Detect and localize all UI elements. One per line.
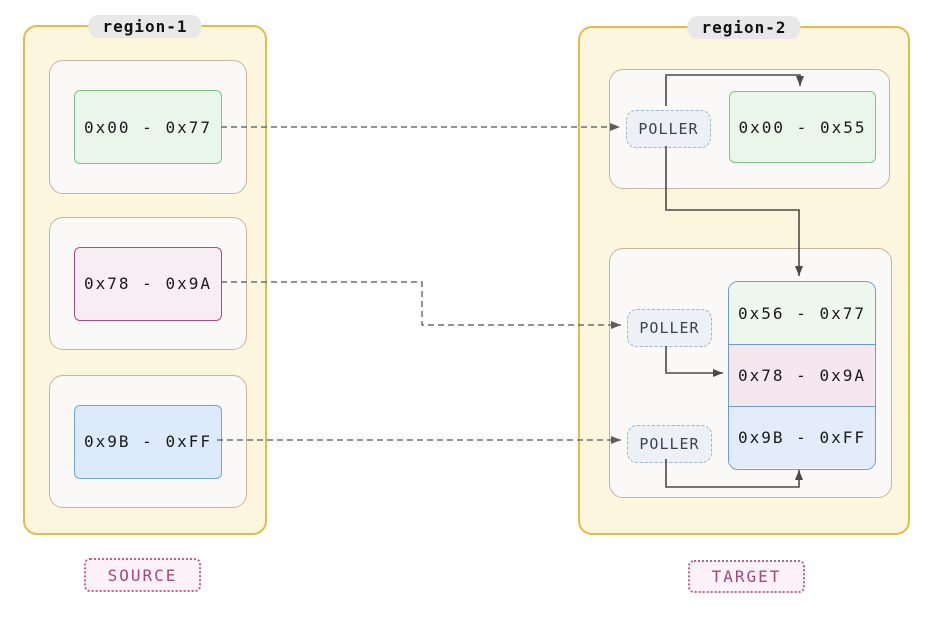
target-block-0x56-0x77: 0x56 - 0x77 [729, 282, 875, 344]
region-2-container: region-2 POLLER 0x00 - 0x55 POLLER POLLE… [578, 16, 910, 535]
source-block-0x9B-0xFF: 0x9B - 0xFF [74, 404, 222, 479]
target-block-0x00-0x55: 0x00 - 0x55 [729, 91, 876, 163]
poller-2: POLLER [627, 309, 712, 347]
source-badge: SOURCE [84, 558, 201, 592]
poller-3: POLLER [627, 425, 712, 463]
target-stacked-blocks: 0x56 - 0x77 0x78 - 0x9A 0x9B - 0xFF [728, 281, 876, 470]
region-2-group-1: POLLER 0x00 - 0x55 [609, 69, 890, 189]
region-1-title: region-1 [88, 15, 202, 38]
region-1-container: region-1 0x00 - 0x77 0x78 - 0x9A 0x9B - … [23, 15, 267, 535]
region-1-group-3: 0x9B - 0xFF [49, 375, 247, 508]
source-block-0x78-0x9A: 0x78 - 0x9A [74, 246, 222, 321]
region-2-group-2: POLLER POLLER 0x56 - 0x77 0x78 - 0x9A 0x… [609, 248, 892, 498]
target-block-0x78-0x9A: 0x78 - 0x9A [729, 344, 875, 406]
poller-1: POLLER [626, 110, 711, 148]
source-block-0x00-0x77: 0x00 - 0x77 [74, 90, 222, 164]
region-2-title: region-2 [687, 16, 801, 39]
region-1-group-1: 0x00 - 0x77 [49, 60, 247, 194]
region-1-group-2: 0x78 - 0x9A [49, 217, 247, 350]
edge-src2-to-poller2 [221, 281, 621, 329]
target-block-0x9B-0xFF: 0x9B - 0xFF [729, 406, 875, 468]
target-badge: TARGET [688, 560, 805, 593]
